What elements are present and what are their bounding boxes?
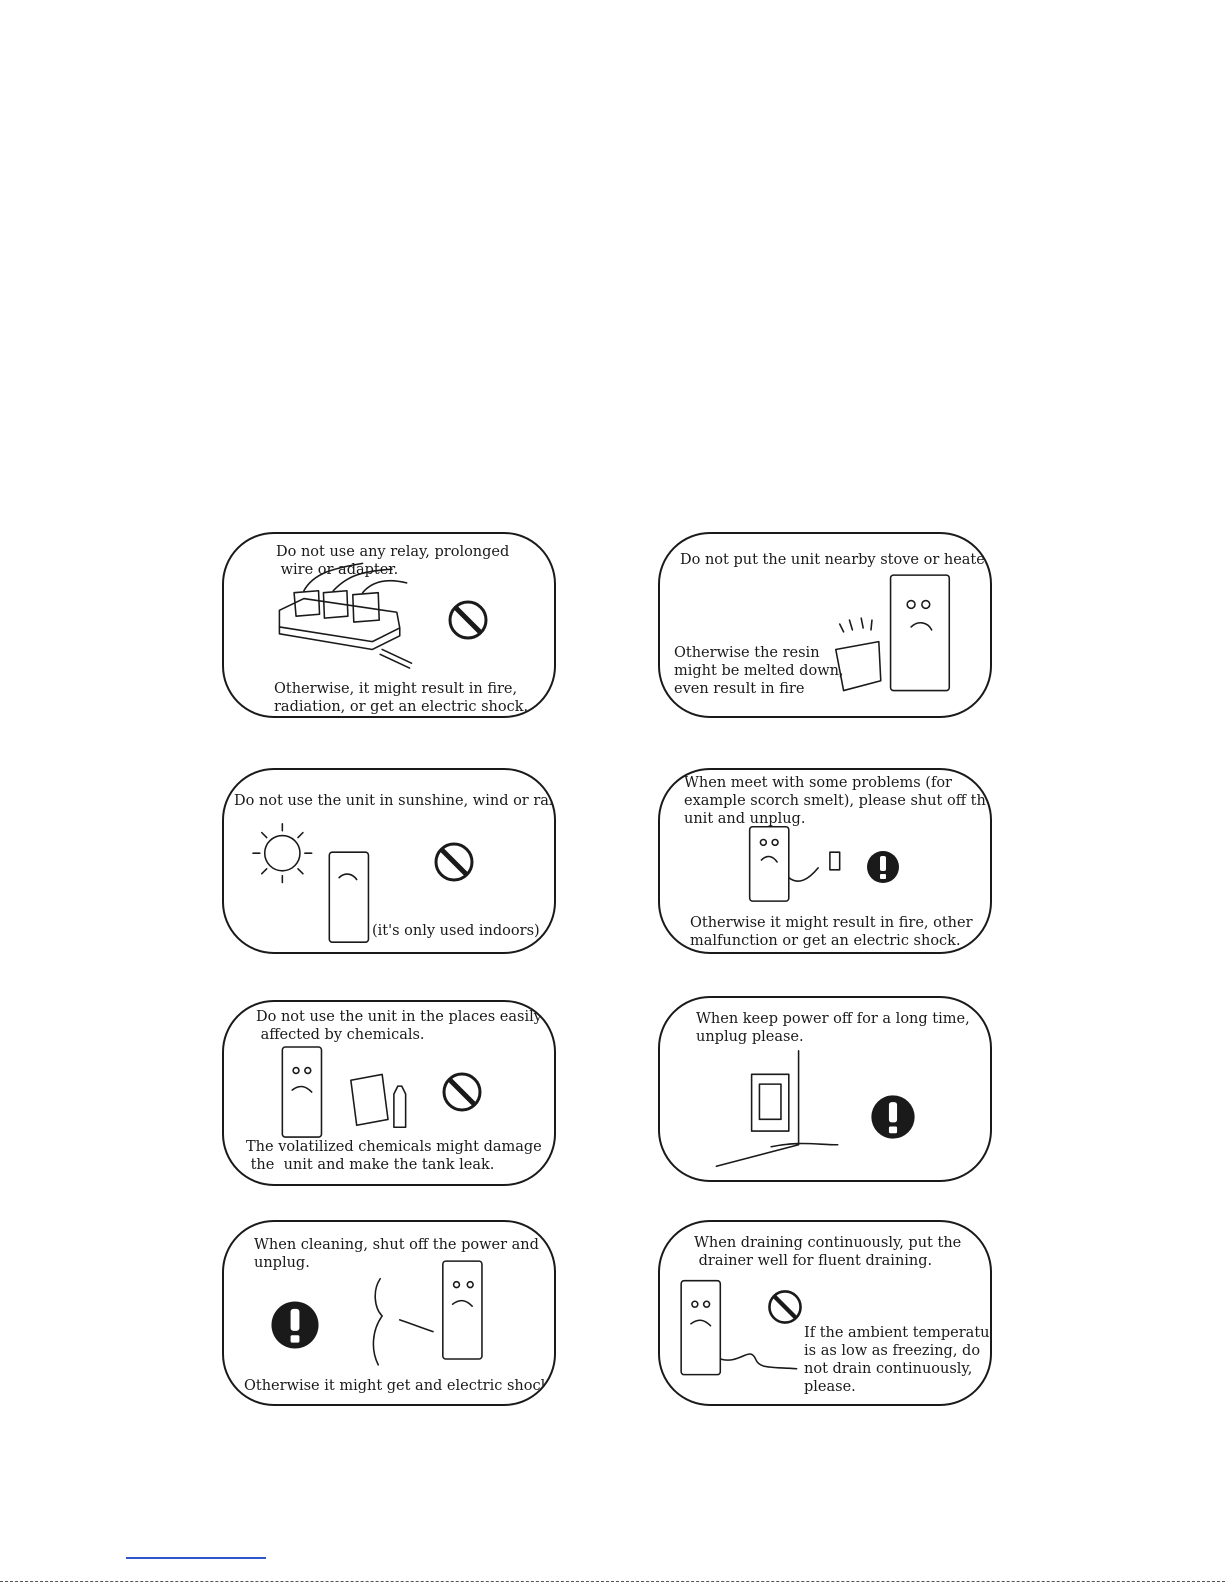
panel-7-bottom-text: Otherwise it might get and electric shoc… bbox=[244, 1378, 555, 1394]
warning-panel-sunshine: Do not use the unit in sunshine, wind or… bbox=[222, 768, 556, 954]
panel-3-top-text: Do not use the unit in sunshine, wind or… bbox=[234, 793, 556, 809]
panel-3-bottom-text: (it's only used indoors) bbox=[372, 923, 540, 939]
panel-8-bottom-text: If the ambient temperature is as low as … bbox=[804, 1325, 990, 1395]
warning-panel-chemicals: Do not use the unit in the places easily… bbox=[222, 1000, 556, 1186]
panel-5-top-text: Do not use the unit in the places easily… bbox=[256, 1009, 542, 1043]
panel-2-top-text: Do not put the unit nearby stove or heat… bbox=[680, 552, 992, 568]
unit-and-chemicals-illustration bbox=[281, 1046, 407, 1138]
panel-1-bottom-text: Otherwise, it might result in fire, radi… bbox=[274, 681, 529, 715]
heater-and-unit-illustration bbox=[834, 574, 951, 692]
exclamation-icon bbox=[871, 1095, 915, 1139]
panel-5-bottom-text: The volatilized chemicals might damage t… bbox=[246, 1139, 542, 1173]
panel-6-top-text: When keep power off for a long time, unp… bbox=[696, 1011, 970, 1045]
panel-4-top-text: When meet with some problems (for exampl… bbox=[684, 775, 990, 827]
unit-drain-hose-illustration bbox=[680, 1279, 798, 1376]
warning-panel-relay: Do not use any relay, prolonged wire or … bbox=[222, 532, 556, 718]
warning-panel-heater: Do not put the unit nearby stove or heat… bbox=[658, 532, 992, 718]
warning-panel-draining: When draining continuously, put the drai… bbox=[658, 1220, 992, 1406]
power-strip-illustration bbox=[278, 562, 413, 669]
footer-divider bbox=[0, 1581, 1225, 1582]
exclamation-icon bbox=[271, 1301, 319, 1349]
sun-and-unit-illustration bbox=[252, 823, 370, 943]
panel-8-top-text: When draining continuously, put the drai… bbox=[694, 1235, 962, 1269]
prohibition-icon bbox=[448, 600, 488, 640]
footer-link-underline[interactable] bbox=[126, 1557, 266, 1559]
panel-4-bottom-text: Otherwise it might result in fire, other… bbox=[690, 915, 973, 949]
unit-unplug-illustration bbox=[748, 825, 841, 902]
warning-panel-cleaning: When cleaning, shut off the power and un… bbox=[222, 1220, 556, 1406]
panel-2-bottom-text: Otherwise the resin might be melted down… bbox=[674, 645, 844, 697]
woman-unplugging-illustration bbox=[372, 1260, 483, 1366]
panel-7-top-text: When cleaning, shut off the power and un… bbox=[254, 1237, 539, 1271]
warning-panel-problems: When meet with some problems (for exampl… bbox=[658, 768, 992, 954]
panel-1-top-text: Do not use any relay, prolonged wire or … bbox=[276, 544, 510, 578]
prohibition-icon bbox=[434, 842, 474, 882]
prohibition-icon bbox=[442, 1072, 482, 1112]
exclamation-icon bbox=[867, 851, 899, 883]
warning-panel-power-off: When keep power off for a long time, unp… bbox=[658, 996, 992, 1182]
wall-outlet-illustration bbox=[715, 1050, 839, 1168]
prohibition-icon bbox=[768, 1290, 802, 1324]
